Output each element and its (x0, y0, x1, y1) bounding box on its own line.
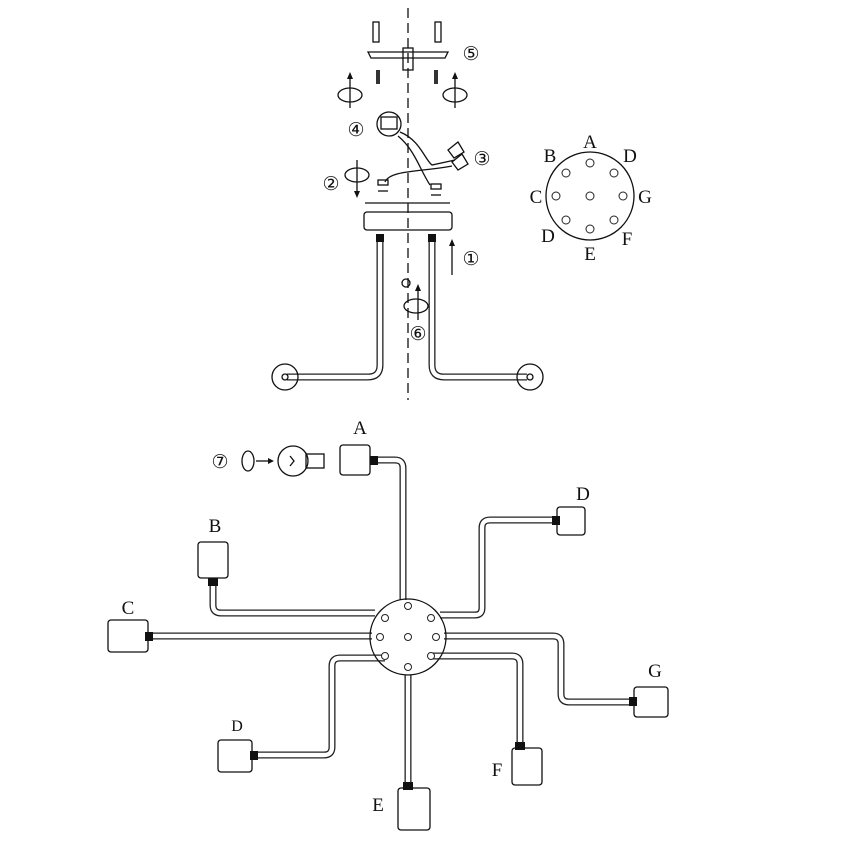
rotate-arrow-icon (337, 72, 468, 320)
step-7-label: ⑦ (211, 451, 228, 473)
screws (376, 70, 438, 84)
arm-label-e: E (372, 795, 384, 816)
wires (384, 131, 469, 186)
hole-label-e: E (584, 244, 596, 265)
arm-label-a: A (353, 418, 367, 439)
hole-label-b: B (544, 146, 557, 167)
step-5-label: ⑤ (462, 43, 479, 65)
arm-label-d-top: D (576, 484, 590, 505)
lower-arm-pipes (150, 456, 632, 785)
hole-label-g: G (638, 187, 652, 208)
mounting-bracket (366, 47, 450, 71)
wall-anchors (372, 21, 442, 43)
bulb-icon (241, 445, 325, 477)
arm-label-f: F (492, 760, 503, 781)
hole-map (545, 151, 635, 241)
hole-label-d-top: D (623, 146, 637, 167)
hole-label-a: A (583, 132, 597, 153)
step-3-label: ③ (473, 148, 490, 170)
step-2-label: ② (322, 173, 339, 195)
terminal-block (376, 111, 402, 137)
step-1-label: ① (462, 248, 479, 270)
arm-pipes (271, 234, 544, 391)
arm-label-b: B (209, 516, 222, 537)
nuts (377, 179, 442, 196)
lamp-holders (107, 444, 669, 831)
hole-label-f: F (622, 229, 633, 250)
step-4-label: ④ (347, 119, 364, 141)
arm-label-c: C (122, 598, 135, 619)
hole-label-c: C (530, 187, 543, 208)
arm-label-g: G (648, 661, 662, 682)
canopy (363, 211, 453, 231)
hole-label-d-bottom: D (541, 226, 555, 247)
step-6-label: ⑥ (409, 323, 426, 345)
hub (369, 598, 447, 676)
arm-label-d-bottom: D (231, 718, 243, 735)
cap-nut (401, 278, 411, 288)
